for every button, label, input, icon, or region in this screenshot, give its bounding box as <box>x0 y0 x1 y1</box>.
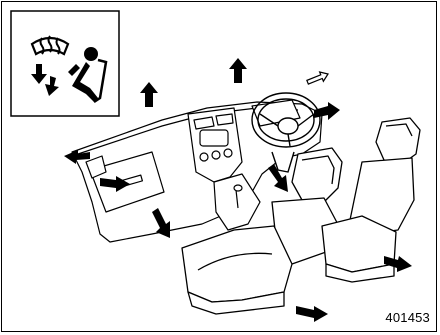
car-interior-diagram <box>10 10 421 322</box>
steering-wheel <box>251 92 321 173</box>
defrost-and-foot-vent-mode-icon <box>30 35 108 104</box>
mode-icon-box <box>10 10 120 117</box>
foot-front-center-arrow <box>152 208 170 238</box>
diagram-frame: 401453 <box>1 1 437 332</box>
windshield-left-arrow <box>140 82 158 107</box>
foot-rear-right-arrow <box>384 256 412 272</box>
windshield-right-arrow <box>229 58 247 83</box>
figure-number: 401453 <box>385 310 430 325</box>
foot-front-left-arrow <box>100 176 130 192</box>
side-right-upper-arrow <box>305 68 331 88</box>
side-right-arrow <box>314 102 340 120</box>
side-left-arrow <box>64 150 90 164</box>
driver-seat <box>321 117 421 283</box>
foot-front-right-arrow <box>268 164 288 192</box>
passenger-seat <box>181 147 343 315</box>
foot-rear-center-arrow <box>296 306 328 322</box>
